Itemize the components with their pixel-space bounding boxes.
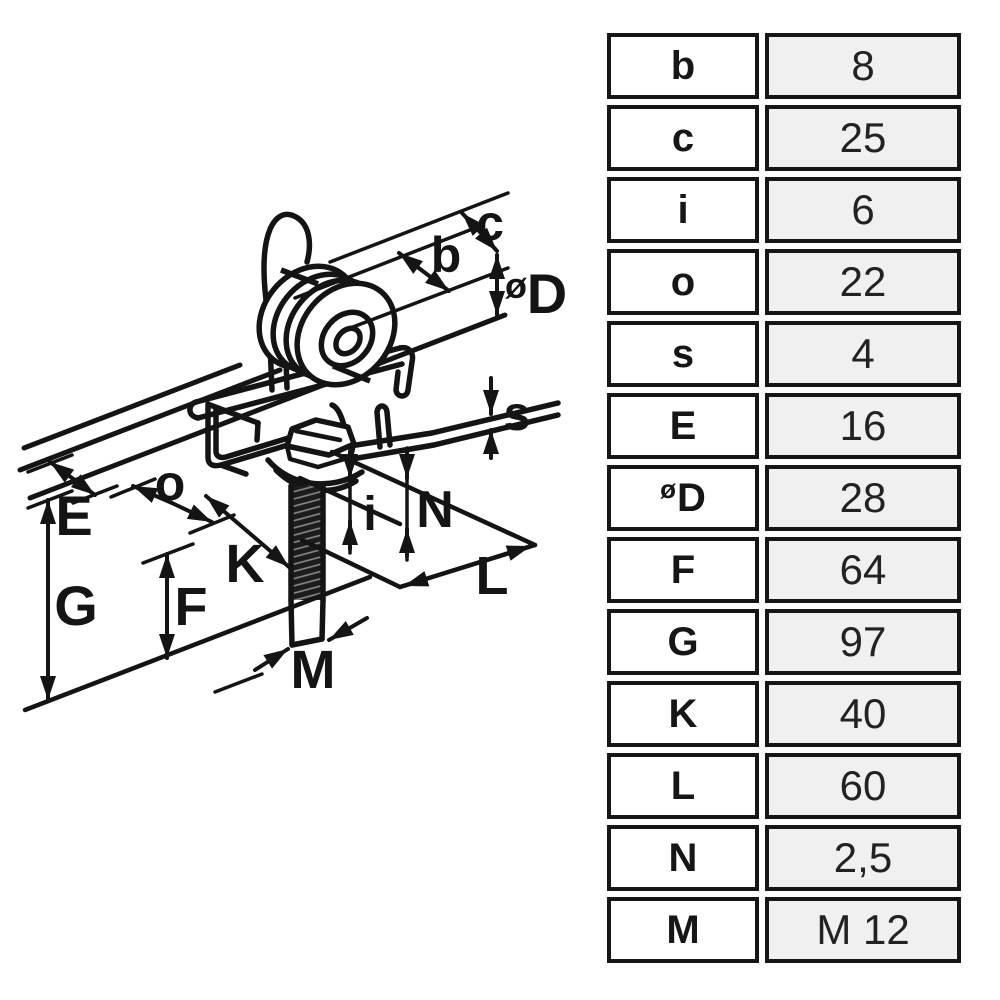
- dim-label-K: K: [226, 534, 265, 594]
- param-label-cell: F: [607, 537, 759, 603]
- param-value-cell: 25: [765, 105, 961, 171]
- dimension-lines: [22, 191, 533, 713]
- param-label-cell: N: [607, 825, 759, 891]
- dim-label-s: s: [504, 388, 531, 441]
- dim-label-E: E: [55, 484, 92, 547]
- param-value-cell: 4: [765, 321, 961, 387]
- dim-label-N: N: [416, 481, 454, 539]
- param-value-cell: 60: [765, 753, 961, 819]
- param-label-cell: G: [607, 609, 759, 675]
- param-value-cell: M 12: [765, 897, 961, 963]
- param-label-cell: M: [607, 897, 759, 963]
- param-value-cell: 97: [765, 609, 961, 675]
- dim-label-diameter: D: [527, 262, 567, 325]
- param-label-cell: E: [607, 393, 759, 459]
- param-label-cell: s: [607, 321, 759, 387]
- track-rail-lines: [17, 312, 508, 501]
- dim-label-o: o: [155, 455, 186, 511]
- dim-label-diameter-prefix: ø: [505, 265, 527, 306]
- param-value-cell: 28: [765, 465, 961, 531]
- param-value-cell: 22: [765, 249, 961, 315]
- param-value-cell: 2,5: [765, 825, 961, 891]
- mounting-bracket: [205, 400, 561, 494]
- dim-label-G: G: [54, 574, 98, 637]
- dim-label-M: M: [291, 640, 336, 700]
- param-label-cell: o: [607, 249, 759, 315]
- param-label-cell: i: [607, 177, 759, 243]
- param-label-cell: L: [607, 753, 759, 819]
- param-value-cell: 8: [765, 33, 961, 99]
- param-label-cell: b: [607, 33, 759, 99]
- dim-label-F: F: [175, 577, 208, 637]
- dim-label-c: c: [476, 195, 504, 251]
- param-label-text: D: [677, 475, 706, 520]
- diameter-symbol: ø: [660, 473, 676, 504]
- param-value-cell: 6: [765, 177, 961, 243]
- dim-label-b: b: [431, 227, 462, 283]
- param-label-cell: K: [607, 681, 759, 747]
- param-value-cell: 40: [765, 681, 961, 747]
- dim-label-L: L: [476, 546, 509, 606]
- param-value-cell: 16: [765, 393, 961, 459]
- technical-drawing: c b ø D s E o i N K G F L M: [17, 191, 567, 713]
- hex-bolt: [284, 417, 357, 648]
- dim-label-i: i: [363, 488, 376, 541]
- param-value-cell: 64: [765, 537, 961, 603]
- param-label-cell: c: [607, 105, 759, 171]
